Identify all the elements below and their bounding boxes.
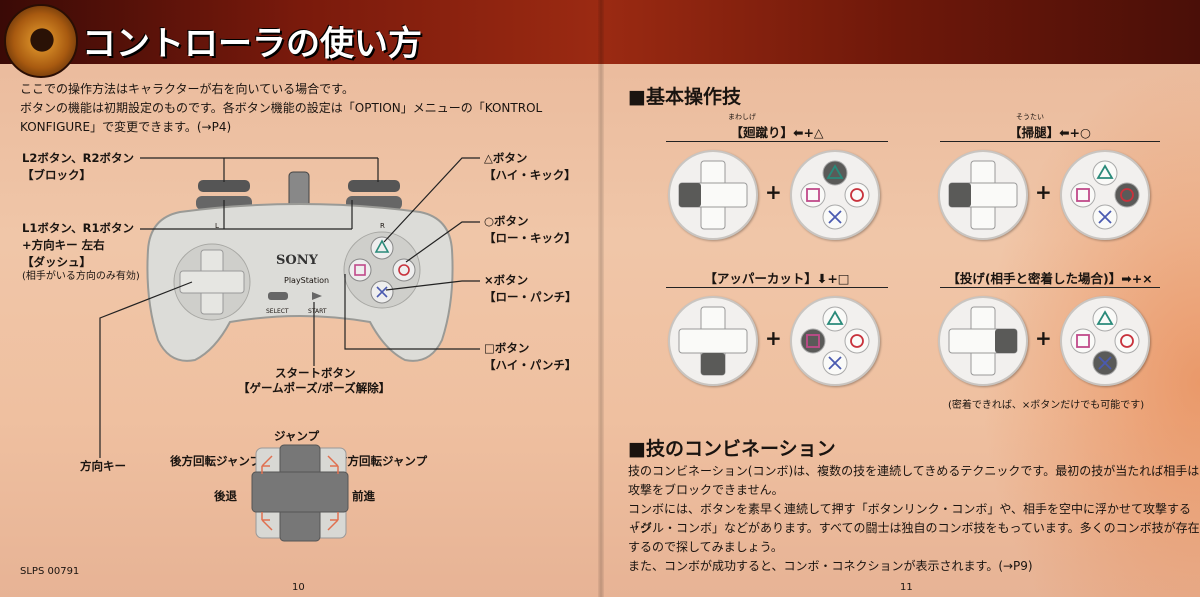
label-dash: 【ダッシュ】 — [22, 255, 91, 269]
move2-button-circ — [1114, 182, 1140, 208]
label-circle: ○ボタン — [484, 214, 529, 228]
playstation-logo: PlayStation — [284, 276, 330, 285]
move3-triangle-icon — [826, 310, 844, 325]
basic-moves-heading: ■基本操作技 — [628, 86, 741, 108]
l-label: L — [215, 222, 219, 230]
move1-circle-icon — [850, 188, 864, 202]
controller-diagram — [99, 157, 480, 458]
label-l2r2: L2ボタン、R2ボタン — [22, 151, 134, 165]
move3-cross-icon — [828, 356, 842, 370]
move2-square-icon — [1076, 188, 1090, 202]
combo-line-2: 攻撃をブロックできません。 — [628, 483, 784, 497]
big-dpad-diagram — [251, 444, 349, 542]
move1-button-tri — [822, 160, 848, 186]
move1-button-circ — [844, 182, 870, 208]
label-dpad: 方向キー — [80, 459, 126, 473]
label-fwd-flip: 前方回転ジャンプ — [336, 454, 428, 468]
label-dir-lr: +方向キー 左右 — [22, 238, 105, 252]
page-number-left: 10 — [292, 582, 305, 593]
move2-plus: + — [1035, 180, 1052, 204]
move1-ruby: まわしげ — [728, 113, 756, 121]
start-btn-label: START — [308, 308, 327, 315]
combo-line-4: ャグル・コンボ」などがあります。すべての闘士は独自のコンボ技をもっています。多く… — [628, 521, 1200, 535]
move4-triangle-icon — [1096, 310, 1114, 325]
move1-cross-icon — [828, 210, 842, 224]
combo-line-3: コンボには、ボタンを素早く連続して押す「ボタンリンク・コンボ」や、相手を空中に浮… — [628, 502, 1192, 535]
move4-square-icon — [1076, 334, 1090, 348]
sony-logo: SONY — [276, 253, 318, 268]
move2-cross-icon — [1098, 210, 1112, 224]
move4-dpad-right-highlight — [995, 329, 1017, 353]
move4-button-tri — [1092, 306, 1118, 332]
dragon-logo-icon — [4, 4, 78, 78]
move4-button-circ — [1114, 328, 1140, 354]
label-block: 【ブロック】 — [22, 168, 91, 182]
move3-circle-icon — [850, 334, 864, 348]
move3-title: 【アッパーカット】⬇+□ — [666, 268, 888, 288]
label-triangle-action: 【ハイ・キック】 — [484, 168, 576, 182]
label-back: 後退 — [214, 489, 237, 503]
intro-line-2: ボタンの機能は初期設定のものです。各ボタン機能の設定は「OPTION」メニューの… — [20, 101, 543, 115]
move1-triangle-icon — [826, 164, 844, 179]
l2-button — [198, 180, 250, 192]
intro-line-3: KONFIGURE」で変更できます。(→P4) — [20, 120, 232, 134]
move1-square-icon — [806, 188, 820, 202]
label-circle-action: 【ロー・キック】 — [484, 231, 576, 245]
page-title: コントローラの使い方 — [82, 24, 422, 64]
move3-button-circ — [844, 328, 870, 354]
move4-cross-icon — [1098, 356, 1112, 370]
move4-circle-icon — [1120, 334, 1134, 348]
move2-button-sq — [1070, 182, 1096, 208]
combo-line-5: するので探してみましょう。 — [628, 540, 783, 554]
combo-line-1: 技のコンビネーション(コンボ)は、複数の技を連続してきめるテクニックです。最初の… — [628, 464, 1200, 478]
move4-button-sq — [1070, 328, 1096, 354]
move4-note: (密着できれば、×ボタンだけでも可能です) — [948, 400, 1145, 411]
move2-circle-icon — [1120, 188, 1134, 202]
combo-line-6: また、コンボが成功すると、コンボ・コネクションが表示されます。(→P9) — [628, 559, 1033, 573]
move2-title: 【掃腿】⬅+○ — [940, 122, 1160, 142]
label-dash-note: (相手がいる方向のみ有効) — [22, 271, 140, 282]
r2-button — [348, 180, 400, 192]
move2-dpad-left-highlight — [949, 183, 971, 207]
label-fwd: 前進 — [352, 489, 375, 503]
label-triangle: △ボタン — [484, 151, 528, 165]
label-square-action: 【ハイ・パンチ】 — [484, 358, 577, 372]
label-back-flip: 後方回転ジャンプ — [170, 454, 262, 468]
label-cross-action: 【ロー・パンチ】 — [484, 290, 577, 304]
move2-ruby: そうたい — [1016, 113, 1044, 121]
product-code: SLPS 00791 — [20, 566, 80, 577]
combo-heading: ■技のコンビネーション — [628, 438, 836, 460]
move2-button-tri — [1092, 160, 1118, 186]
move4-plus: + — [1035, 326, 1052, 350]
page-number-right: 11 — [900, 582, 913, 593]
move1-button-sq — [800, 182, 826, 208]
label-start: スタートボタン — [275, 366, 356, 380]
move4-title: 【投げ(相手と密着した場合)】➡+× — [940, 268, 1160, 288]
move3-dpad-horizontal — [678, 328, 748, 354]
move3-button-sq — [800, 328, 826, 354]
move3-button-tri — [822, 306, 848, 332]
move1-title: 【廻蹴り】⬅+△ — [666, 122, 888, 142]
move1-dpad-left-highlight — [679, 183, 701, 207]
r-label: R — [380, 222, 385, 230]
move3-square-icon — [806, 334, 820, 348]
intro-line-1: ここでの操作方法はキャラクターが右を向いている場合です。 — [20, 82, 354, 96]
label-jump: ジャンプ — [274, 429, 320, 443]
move3-plus: + — [765, 326, 782, 350]
fire-banner — [0, 0, 1200, 64]
label-l1r1: L1ボタン、R1ボタン — [22, 221, 134, 235]
select-label: SELECT — [266, 308, 289, 315]
label-square: □ボタン — [484, 341, 530, 355]
label-start-action: 【ゲームポーズ/ポーズ解除】 — [238, 381, 391, 395]
move1-plus: + — [765, 180, 782, 204]
label-cross: ×ボタン — [484, 273, 529, 287]
page-fold — [598, 0, 604, 597]
move3-dpad-down-highlight — [701, 353, 725, 375]
move2-triangle-icon — [1096, 164, 1114, 179]
